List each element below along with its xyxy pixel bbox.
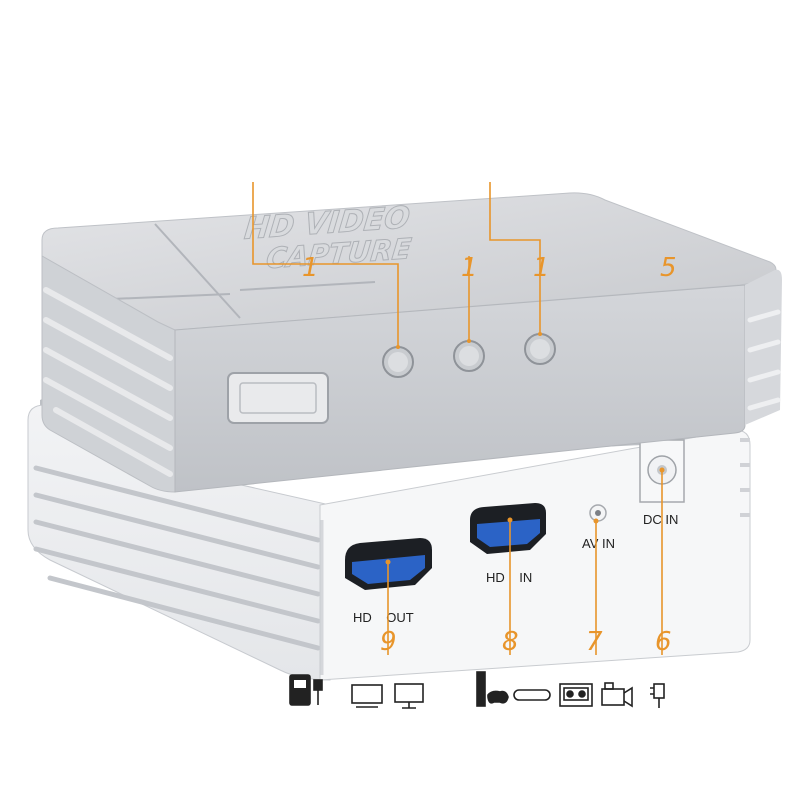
av-in-label: AV IN: [582, 536, 615, 551]
button-2[interactable]: [453, 340, 485, 372]
callout-number: 8: [502, 627, 519, 657]
callout-dots: [385, 332, 665, 565]
callout-number: 6: [655, 627, 672, 657]
callout-lines: [252, 182, 663, 655]
callout-number: 9: [380, 627, 397, 657]
device-icons: [289, 671, 665, 709]
button-1[interactable]: [382, 346, 414, 378]
hdmi-in-port[interactable]: [470, 503, 546, 554]
usb-port[interactable]: [227, 372, 329, 424]
callout-number: 1: [461, 253, 478, 283]
hd-out-label: HD OUT: [353, 610, 414, 625]
game-console-icon: [476, 671, 486, 707]
power-adapter-icon: [650, 683, 665, 708]
usb-cable-icon: [313, 679, 323, 705]
capture-card-icon: [289, 674, 311, 706]
hd-in-label: HD IN: [486, 570, 532, 585]
lower-ribs: [33, 465, 321, 651]
upper-device: HD VIDEO CAPTURE: [41, 192, 782, 493]
callout-number: 5: [660, 253, 677, 283]
tv-icon: [351, 684, 383, 708]
monitor-icon: [394, 683, 424, 709]
gamepad-icon: [487, 690, 509, 704]
callout-number: 1: [533, 253, 550, 283]
callout-number: 1: [302, 253, 319, 283]
button-3[interactable]: [524, 333, 556, 365]
dc-in-label: DC IN: [643, 512, 678, 527]
callout-number: 7: [586, 627, 603, 657]
hdmi-stick-icon: [513, 689, 551, 701]
upper-ribs: [43, 287, 173, 477]
vhs-tape-icon: [559, 683, 593, 707]
camcorder-icon: [601, 682, 633, 708]
av-in-jack[interactable]: [589, 504, 607, 522]
